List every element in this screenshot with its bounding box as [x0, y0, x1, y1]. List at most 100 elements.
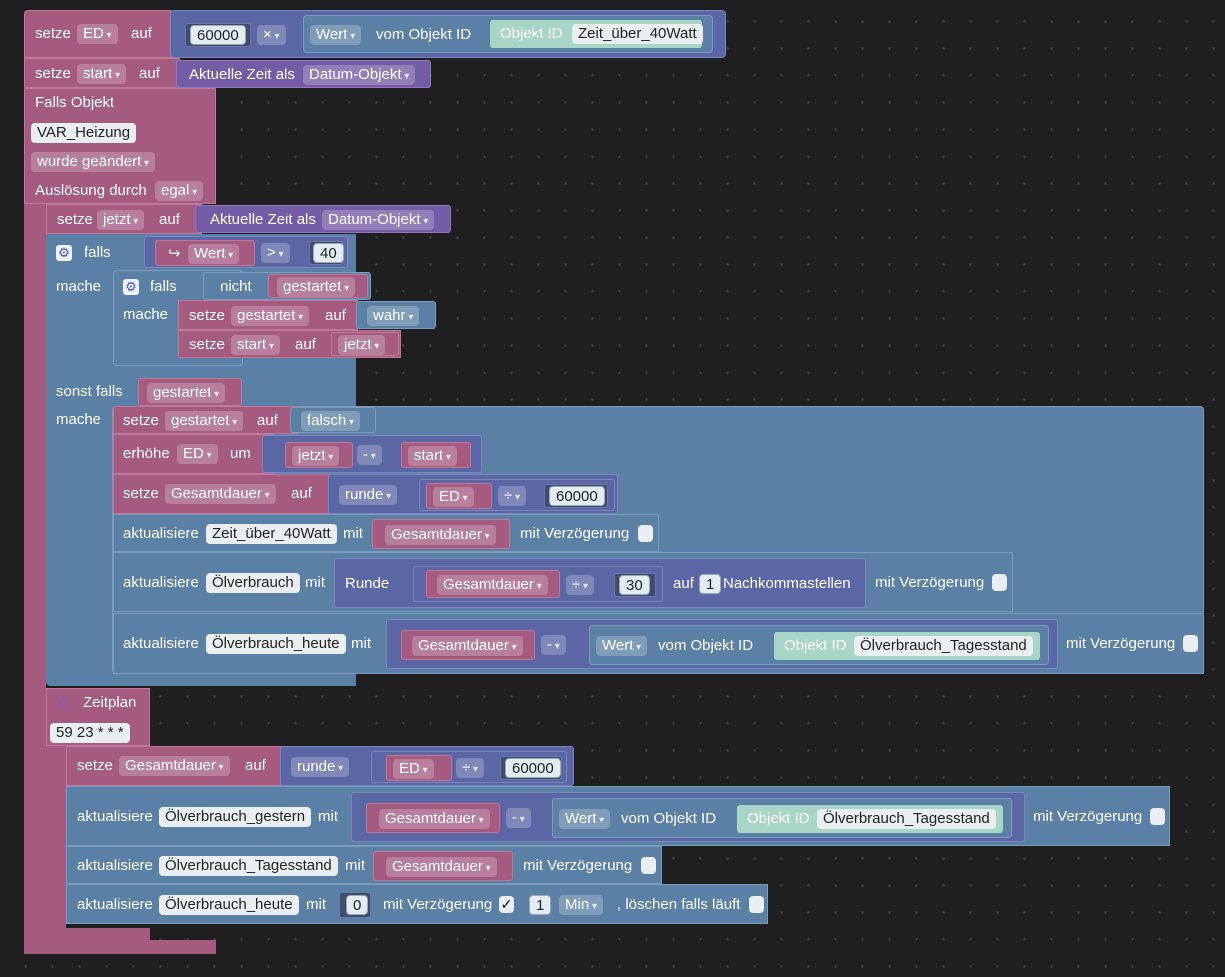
- get-value-block-3[interactable]: Wert vom Objekt ID Objekt ID Ölverbrauch…: [552, 798, 1012, 838]
- set-ed-block[interactable]: setze ED auf: [24, 10, 174, 58]
- current-time-block[interactable]: Aktuelle Zeit als Datum-Objekt: [176, 60, 431, 88]
- update-zeit40-block[interactable]: aktualisiere Zeit_über_40Watt mit Gesamt…: [113, 514, 659, 552]
- object-id-zeit40[interactable]: Zeit_über_40Watt: [572, 24, 703, 44]
- gear-icon[interactable]: ⚙: [123, 279, 139, 295]
- get-jetzt-block[interactable]: jetzt: [331, 332, 399, 356]
- number-30[interactable]: 30: [619, 575, 650, 595]
- delay-number[interactable]: 1: [529, 895, 552, 915]
- set-gesamtdauer-block-2[interactable]: setze Gesamtdauer auf: [66, 746, 286, 786]
- number-decimals[interactable]: 1: [699, 574, 722, 594]
- trigger-object-var-heizung[interactable]: VAR_Heizung: [31, 123, 137, 143]
- multiply-block[interactable]: 60000 × Wert vom Objekt ID Objekt ID Zei…: [170, 10, 726, 58]
- object-id-block-2[interactable]: Objekt ID Ölverbrauch_Tagesstand: [774, 632, 1040, 660]
- bool-falsch-block[interactable]: falsch: [290, 407, 376, 433]
- object-oel-heute-2[interactable]: Ölverbrauch_heute: [159, 895, 299, 915]
- set-jetzt-block[interactable]: setze jetzt auf: [46, 204, 202, 234]
- get-ed-block-2[interactable]: ED: [386, 755, 452, 781]
- set-gestartet-false-block[interactable]: setze gestartet auf: [113, 406, 299, 434]
- round-block-2[interactable]: runde ED ÷ 60000: [280, 746, 574, 786]
- update-oelverbrauch-block[interactable]: aktualisiere Ölverbrauch mit Runde Gesam…: [113, 552, 1013, 612]
- get-start-block[interactable]: start: [401, 442, 471, 468]
- update-tagesstand-block[interactable]: aktualisiere Ölverbrauch_Tagesstand mit …: [66, 846, 662, 884]
- var-dropdown-start-2[interactable]: start: [231, 335, 280, 355]
- operator-div-3[interactable]: ÷: [456, 758, 485, 778]
- delay-checkbox[interactable]: [1150, 808, 1165, 825]
- operator-gt[interactable]: >: [261, 243, 290, 263]
- get-gesamtdauer-block-5[interactable]: Gesamtdauer: [373, 851, 513, 881]
- current-time-block-2[interactable]: Aktuelle Zeit als Datum-Objekt: [195, 205, 451, 233]
- var-dropdown-ed[interactable]: ED: [77, 24, 118, 44]
- delay-checkbox-checked[interactable]: ✓: [499, 896, 514, 913]
- get-value-block[interactable]: Wert vom Objekt ID Objekt ID Zeit_über_4…: [303, 15, 713, 53]
- round-decimals-block[interactable]: Runde Gesamtdauer ÷ 30 auf 1 Nachkommast…: [334, 558, 866, 608]
- var-dropdown-jetzt-3[interactable]: jetzt: [292, 446, 340, 466]
- object-oel-heute[interactable]: Ölverbrauch_heute: [206, 634, 346, 654]
- object-zeit40[interactable]: Zeit_über_40Watt: [206, 524, 337, 544]
- object-id-block-3[interactable]: Objekt ID Ölverbrauch_Tagesstand: [737, 805, 1003, 833]
- number-60000-3[interactable]: 60000: [505, 758, 561, 778]
- get-value-block-2[interactable]: Wert vom Objekt ID Objekt ID Ölverbrauch…: [589, 625, 1049, 665]
- delay-checkbox[interactable]: [992, 574, 1007, 591]
- subtract-block-2[interactable]: Gesamtdauer - Wert vom Objekt ID Objekt …: [386, 619, 1058, 669]
- operator-minus-3[interactable]: -: [506, 808, 531, 828]
- var-dropdown-gestartet[interactable]: gestartet: [277, 277, 356, 297]
- get-gesamtdauer-block-4[interactable]: Gesamtdauer: [366, 803, 500, 833]
- subtract-block-3[interactable]: Gesamtdauer - Wert vom Objekt ID Objekt …: [351, 792, 1025, 842]
- delay-checkbox[interactable]: [638, 525, 653, 542]
- object-oel-tagesstand[interactable]: Ölverbrauch_Tagesstand: [159, 856, 338, 876]
- operator-minus[interactable]: -: [357, 445, 382, 465]
- var-dropdown-jetzt-2[interactable]: jetzt: [338, 335, 386, 355]
- update-oel-gestern-block[interactable]: aktualisiere Ölverbrauch_gestern mit Ges…: [66, 786, 1170, 846]
- var-dropdown-gesamtdauer-6[interactable]: Gesamtdauer: [379, 809, 490, 829]
- var-dropdown-gesamtdauer[interactable]: Gesamtdauer: [165, 484, 276, 504]
- time-format-dropdown[interactable]: Datum-Objekt: [303, 65, 416, 85]
- object-oelverbrauch[interactable]: Ölverbrauch: [206, 573, 300, 593]
- not-block[interactable]: nicht gestartet: [203, 272, 371, 300]
- get-gesamtdauer-block-3[interactable]: Gesamtdauer: [401, 630, 535, 660]
- number-60000-2[interactable]: 60000: [549, 486, 605, 506]
- number-0[interactable]: 0: [346, 895, 369, 915]
- get-gestartet-block-2[interactable]: gestartet: [138, 378, 242, 406]
- var-dropdown-gesamtdauer-2[interactable]: Gesamtdauer: [385, 525, 496, 545]
- gear-icon[interactable]: ⚙: [56, 245, 72, 261]
- bool-wahr-dropdown[interactable]: wahr: [367, 306, 420, 326]
- cron-field[interactable]: 59 23 * * *: [50, 723, 130, 743]
- operator-div-2[interactable]: ÷: [566, 575, 595, 595]
- get-ed-block[interactable]: ED: [426, 483, 492, 509]
- object-id-tagesstand[interactable]: Ölverbrauch_Tagesstand: [854, 636, 1033, 656]
- var-dropdown-gestartet-2[interactable]: gestartet: [231, 306, 310, 326]
- var-dropdown-jetzt[interactable]: jetzt: [97, 210, 145, 230]
- object-id-tagesstand-2[interactable]: Ölverbrauch_Tagesstand: [817, 809, 996, 829]
- update-oel-heute-block[interactable]: aktualisiere Ölverbrauch_heute mit Gesam…: [113, 613, 1204, 674]
- time-format-dropdown-2[interactable]: Datum-Objekt: [322, 210, 435, 230]
- subtract-block[interactable]: jetzt - start: [262, 435, 482, 473]
- round-mode-dropdown-2[interactable]: runde: [291, 757, 350, 777]
- number-60000[interactable]: 60000: [190, 25, 246, 45]
- var-dropdown-gesamtdauer-5[interactable]: Gesamtdauer: [119, 756, 230, 776]
- get-jetzt-block-2[interactable]: jetzt: [285, 442, 353, 468]
- var-dropdown-gesamtdauer-7[interactable]: Gesamtdauer: [386, 857, 497, 877]
- operator-times[interactable]: ×: [257, 25, 286, 45]
- trigger-ack-dropdown[interactable]: egal: [155, 181, 204, 201]
- delay-unit-dropdown[interactable]: Min: [559, 895, 603, 915]
- var-dropdown-ed-3[interactable]: ED: [433, 487, 474, 507]
- object-id-block[interactable]: Objekt ID Zeit_über_40Watt: [490, 20, 703, 48]
- trigger-value-block[interactable]: ↪ Wert: [155, 240, 255, 266]
- object-oel-gestern[interactable]: Ölverbrauch_gestern: [159, 807, 312, 827]
- on-object-change-trigger[interactable]: Falls Objekt VAR_Heizung wurde geändert …: [24, 88, 216, 204]
- operator-minus-2[interactable]: -: [541, 635, 566, 655]
- operator-div[interactable]: ÷: [498, 486, 527, 506]
- update-oel-heute-reset-block[interactable]: aktualisiere Ölverbrauch_heute mit 0 mit…: [66, 884, 768, 924]
- bool-wahr-block[interactable]: wahr: [356, 301, 436, 329]
- set-start-jetzt-block[interactable]: setze start auf jetzt: [178, 330, 401, 358]
- var-dropdown-gestartet-3[interactable]: gestartet: [147, 383, 226, 403]
- var-dropdown-start-3[interactable]: start: [408, 446, 457, 466]
- attr-wert-dropdown-3[interactable]: Wert: [596, 636, 648, 656]
- var-dropdown-gestartet-4[interactable]: gestartet: [165, 411, 244, 431]
- bool-falsch-dropdown[interactable]: falsch: [301, 411, 360, 431]
- delay-checkbox[interactable]: [1183, 635, 1198, 652]
- attr-wert-dropdown[interactable]: Wert: [310, 25, 362, 45]
- round-mode-dropdown[interactable]: runde: [339, 485, 398, 505]
- clear-running-checkbox[interactable]: [749, 896, 764, 913]
- trigger-condition-dropdown[interactable]: wurde geändert: [31, 152, 156, 172]
